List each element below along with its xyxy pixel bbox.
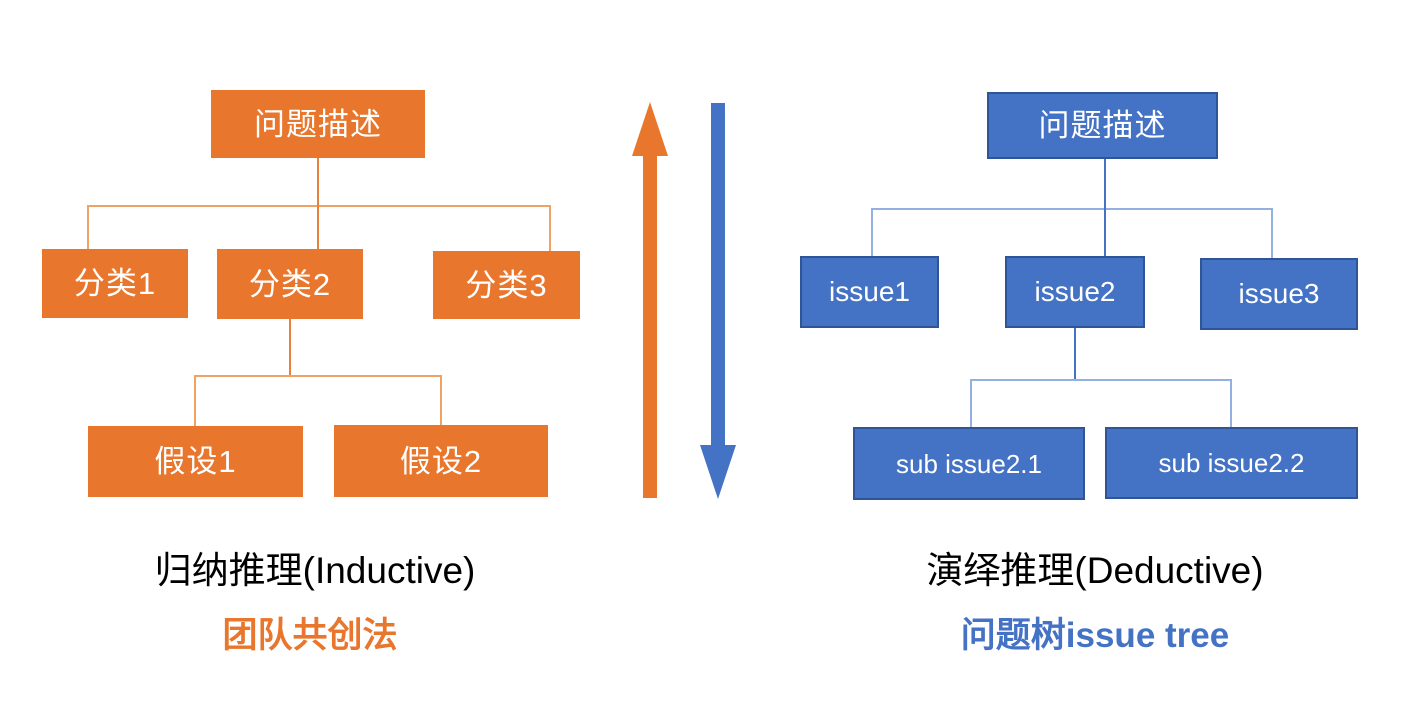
left-connector-level2-bar <box>87 205 551 207</box>
right-connector-drop-3 <box>1271 208 1273 258</box>
left-level3-label-1: 假设1 <box>154 444 237 479</box>
left-caption-main: 归纳推理(Inductive) <box>15 550 615 592</box>
left-level2-label-1: 分类1 <box>73 266 157 301</box>
right-caption-sub-text: 问题树issue tree <box>960 616 1230 655</box>
right-connector-level2-bar <box>871 208 1273 210</box>
left-root-node[interactable]: 问题描述 <box>211 90 425 158</box>
left-connector-root-stem <box>317 158 319 206</box>
left-level3-node-1[interactable]: 假设1 <box>88 426 303 497</box>
right-root-node[interactable]: 问题描述 <box>987 92 1218 159</box>
arrow-up-shape <box>632 102 668 498</box>
right-connector-level3-bar <box>970 379 1232 381</box>
left-caption-sub: 团队共创法 <box>10 616 610 656</box>
left-connector-drop-h2 <box>440 375 442 426</box>
left-caption-main-text: 归纳推理(Inductive) <box>154 550 476 591</box>
right-connector-branch-stem <box>1074 328 1076 380</box>
left-level3-label-2: 假设2 <box>399 443 483 479</box>
left-root-label: 问题描述 <box>254 106 382 142</box>
left-level2-label-2: 分类2 <box>248 266 332 302</box>
arrow-down-blue <box>699 101 739 501</box>
left-level2-node-2[interactable]: 分类2 <box>217 249 363 319</box>
right-level2-node-1[interactable]: issue1 <box>800 256 939 328</box>
arrow-up-orange <box>630 100 670 500</box>
right-connector-drop-2 <box>1104 208 1106 256</box>
right-caption-sub: 问题树issue tree <box>795 616 1395 656</box>
left-level2-node-1[interactable]: 分类1 <box>42 249 188 318</box>
right-level2-label-3: issue3 <box>1238 278 1320 309</box>
right-level2-node-2[interactable]: issue2 <box>1005 256 1145 328</box>
right-level3-node-2[interactable]: sub issue2.2 <box>1105 427 1358 499</box>
right-caption-main: 演绎推理(Deductive) <box>795 550 1395 592</box>
left-connector-branch-stem <box>289 319 291 376</box>
left-connector-level3-bar <box>194 375 442 377</box>
right-connector-drop-1 <box>871 208 873 256</box>
right-level3-label-2: sub issue2.2 <box>1158 448 1305 478</box>
left-level3-node-2[interactable]: 假设2 <box>334 425 548 497</box>
right-level2-label-1: issue1 <box>829 276 910 307</box>
left-connector-drop-1 <box>87 205 89 249</box>
right-level2-node-3[interactable]: issue3 <box>1200 258 1358 330</box>
right-root-label: 问题描述 <box>1038 108 1167 143</box>
left-caption-sub-text: 团队共创法 <box>222 616 398 655</box>
right-level3-label-1: sub issue2.1 <box>896 448 1042 479</box>
arrow-down-shape <box>700 103 736 499</box>
right-level2-label-2: issue2 <box>1034 276 1116 307</box>
left-connector-drop-h1 <box>194 375 196 426</box>
right-caption-main-text: 演绎推理(Deductive) <box>926 550 1264 591</box>
right-connector-drop-s1 <box>970 379 972 427</box>
right-connector-drop-s2 <box>1230 379 1232 427</box>
right-level3-node-1[interactable]: sub issue2.1 <box>853 427 1085 500</box>
left-connector-drop-3 <box>549 205 551 251</box>
right-connector-root-stem <box>1104 159 1106 209</box>
left-level2-node-3[interactable]: 分类3 <box>433 251 580 319</box>
left-level2-label-3: 分类3 <box>465 267 548 303</box>
left-connector-drop-2 <box>317 205 319 249</box>
